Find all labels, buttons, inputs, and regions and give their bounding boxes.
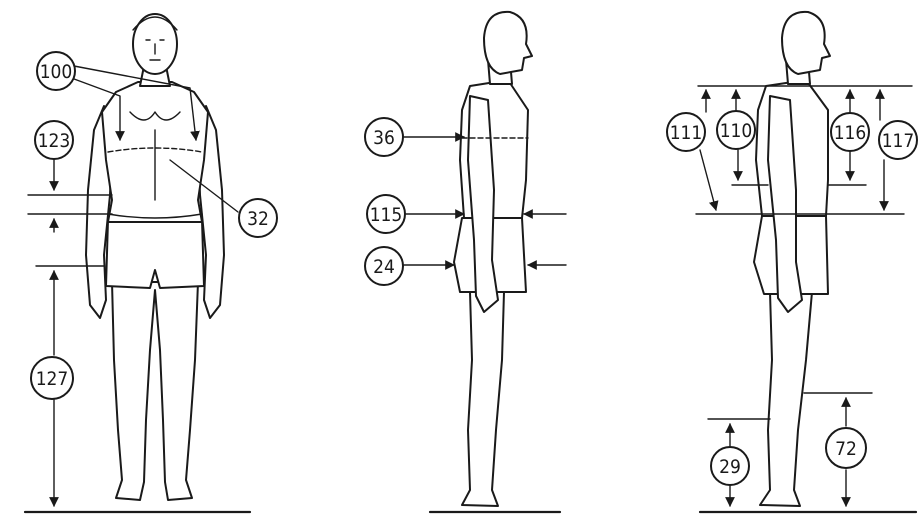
side-figure: 36 115 24 (365, 12, 566, 512)
badge-110: 110 (717, 111, 755, 149)
right-head (782, 12, 830, 74)
badge-123: 123 (35, 121, 73, 159)
badge-100-label: 100 (40, 61, 73, 83)
badge-72: 72 (826, 428, 866, 468)
badge-29-label: 29 (719, 456, 741, 478)
badge-117-label: 117 (882, 130, 915, 152)
badge-111: 111 (667, 113, 705, 151)
badge-32: 32 (239, 199, 277, 237)
badge-36: 36 (365, 118, 403, 156)
badge-29: 29 (711, 447, 749, 485)
badge-116: 116 (831, 113, 869, 151)
badge-32-label: 32 (247, 208, 269, 230)
side-legs (462, 292, 504, 506)
badge-115: 115 (367, 195, 405, 233)
side-head (484, 12, 532, 74)
side-heights-figure: 111 110 116 117 29 72 (667, 12, 917, 512)
front-figure: 100 123 32 127 (25, 14, 277, 512)
badge-24-label: 24 (373, 256, 395, 278)
front-legs (112, 282, 198, 500)
badge-100: 100 (37, 52, 75, 90)
badge-111-label: 111 (670, 122, 703, 144)
badge-110-label: 110 (720, 120, 753, 142)
right-legs (760, 292, 812, 506)
badge-115-label: 115 (370, 204, 403, 226)
front-shorts (106, 220, 204, 288)
badge-116-label: 116 (834, 122, 867, 144)
badge-72-label: 72 (835, 438, 857, 460)
badge-127: 127 (31, 357, 73, 399)
badge-117: 117 (879, 121, 917, 159)
badge-36-label: 36 (373, 127, 395, 149)
badge-127-label: 127 (36, 368, 69, 390)
right-arrow-111-down (700, 150, 716, 210)
badge-123-label: 123 (38, 130, 71, 152)
badge-24: 24 (365, 247, 403, 285)
